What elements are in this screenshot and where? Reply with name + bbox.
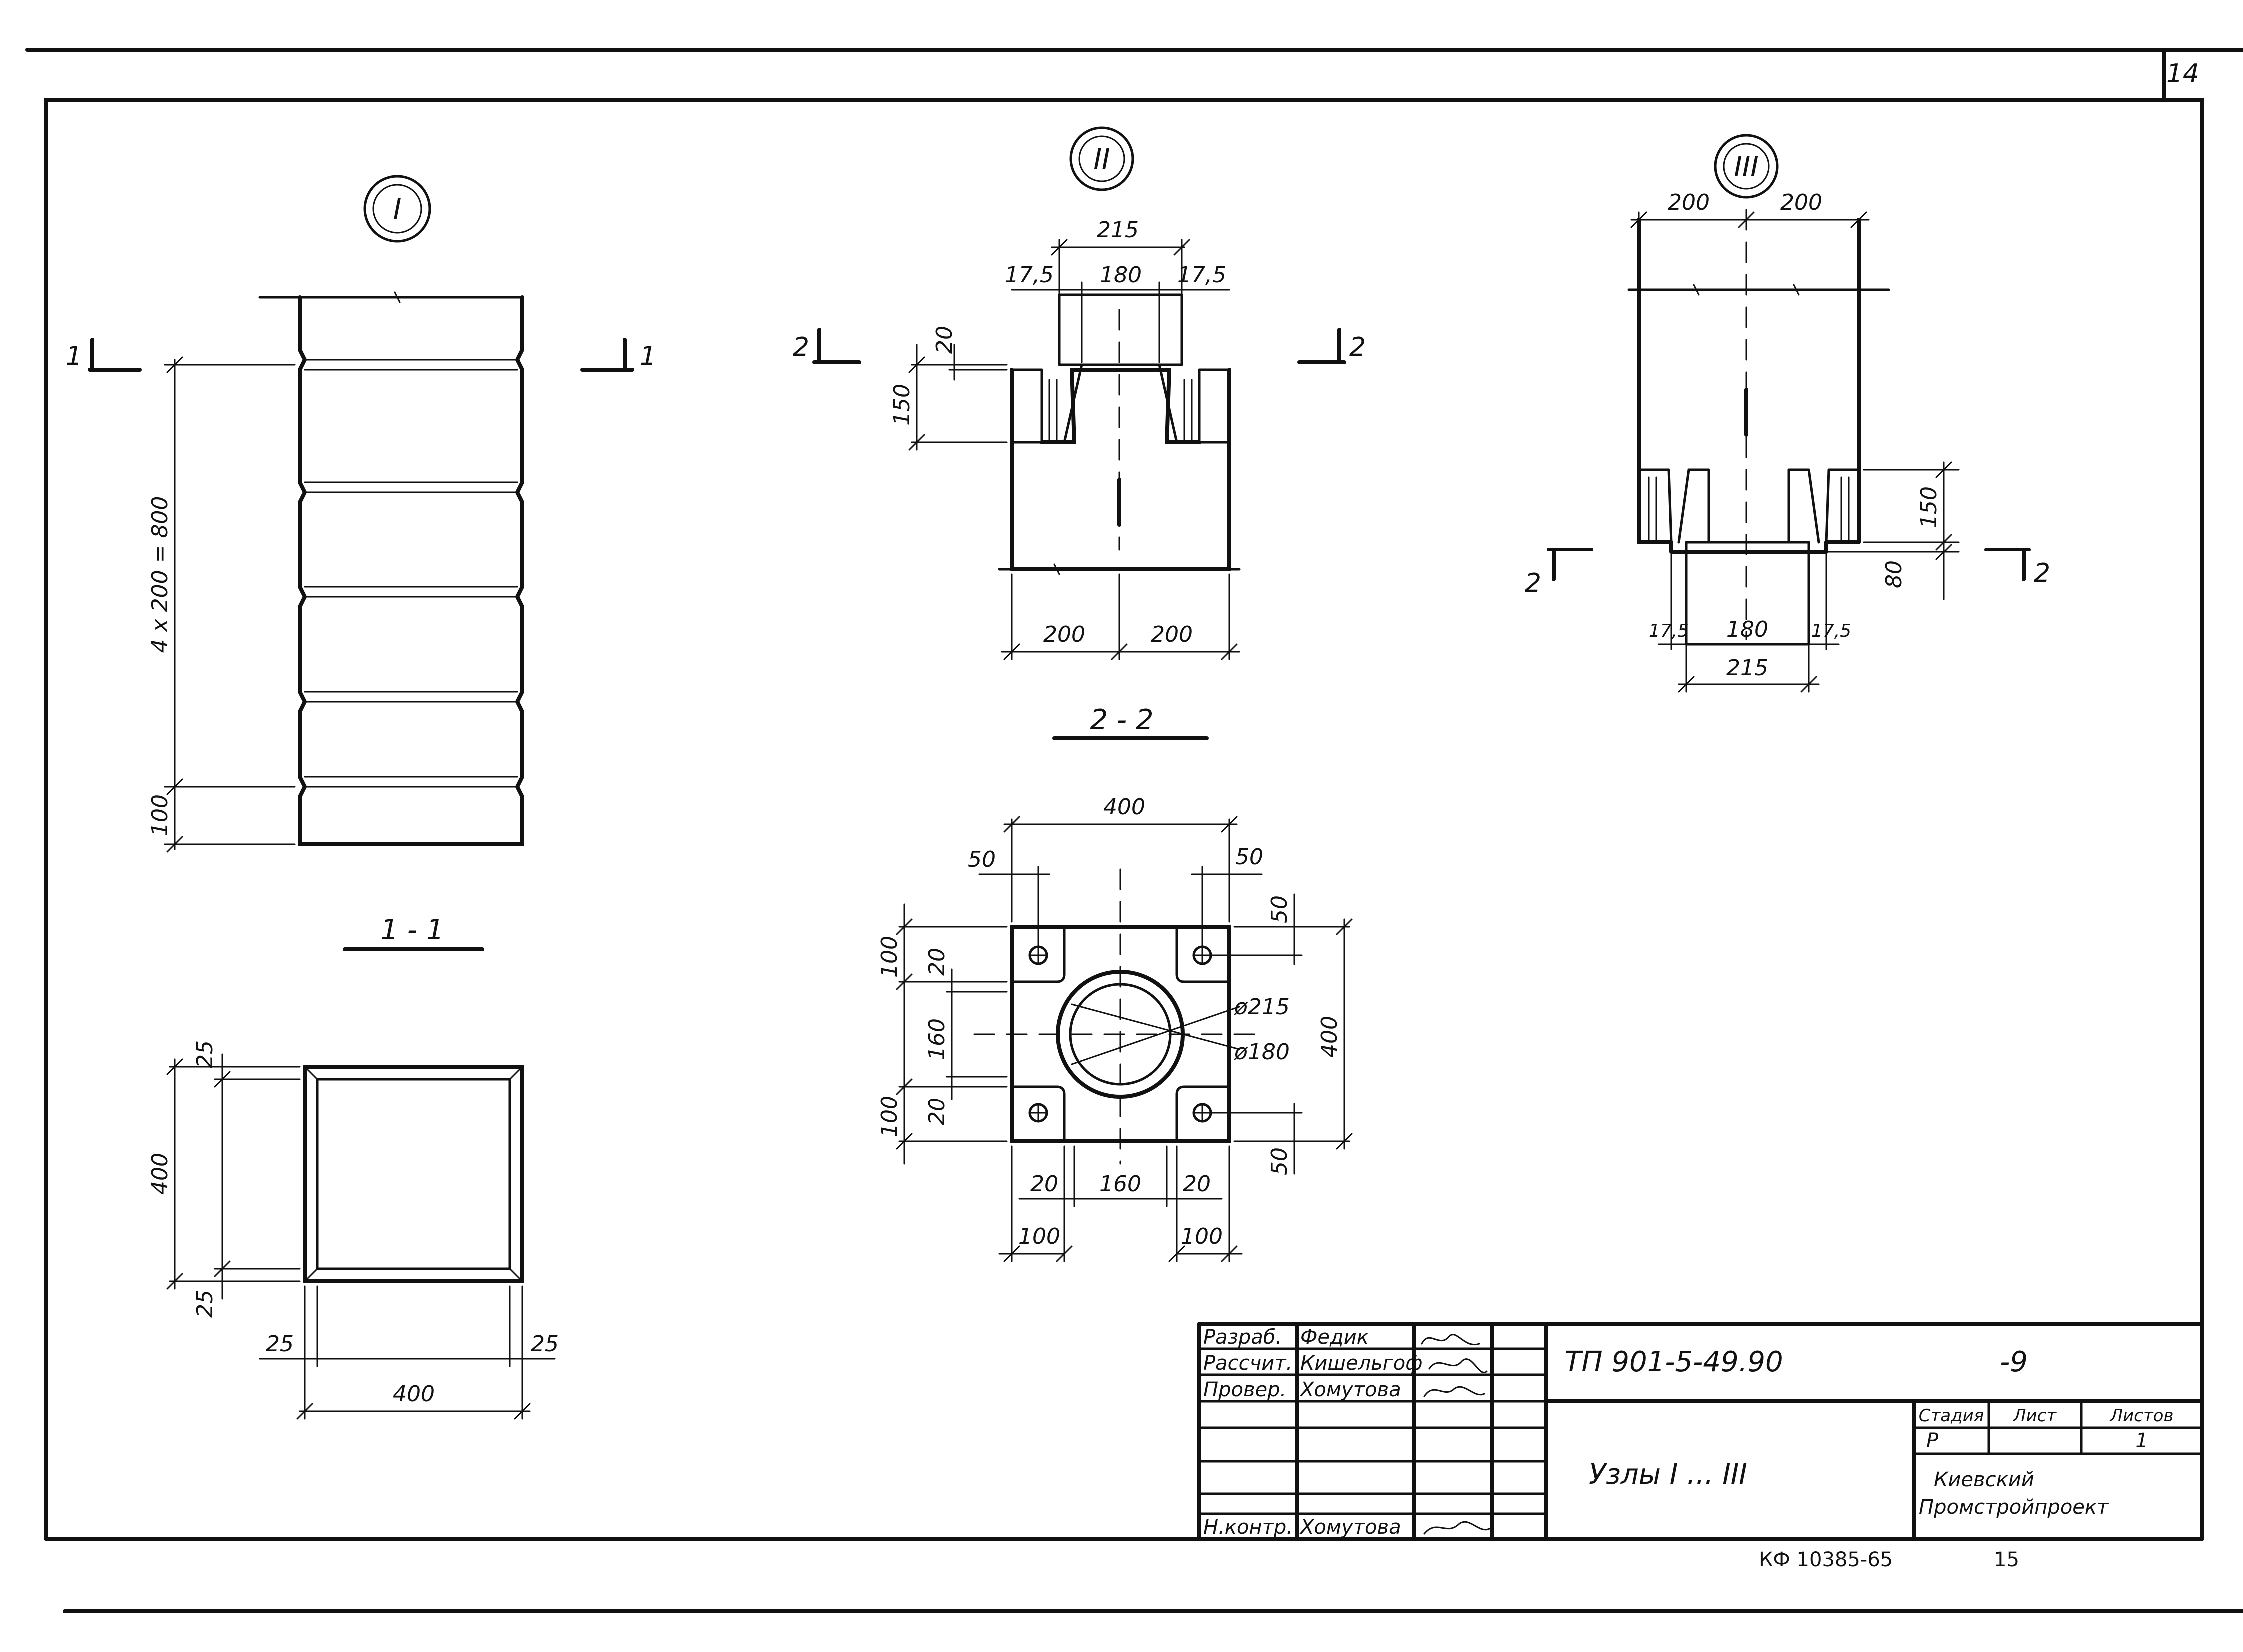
section-1-1-title: 1 - 1 [380, 914, 444, 946]
footer-code: КФ 10385-65 [1759, 1548, 1893, 1571]
tb-sheet-name: Узлы I ... III [1589, 1458, 1747, 1491]
plan-dim-20-b1: 20 [1030, 1171, 1058, 1197]
node-3: III [1525, 134, 2050, 693]
sheet-frame [25, 48, 2243, 1613]
node-2-marker-inner [1078, 135, 1125, 182]
footer-number: 15 [1994, 1548, 2019, 1571]
dim-150: 150 [889, 384, 915, 426]
node-3-dim-17-5-left: 17,5 [1649, 621, 1689, 641]
section-2-2-title: 2 - 2 [1090, 704, 1153, 736]
tb-organization-line1: Киевский [1934, 1468, 2034, 1491]
tb-name-0: Федик [1300, 1326, 1369, 1349]
node-1-marker-outer [363, 175, 431, 243]
dim-25-top: 25 [192, 1040, 218, 1068]
tb-role-0: Разраб. [1203, 1326, 1282, 1349]
dim-200-right: 200 [1151, 622, 1193, 647]
dim-25-bottom: 25 [192, 1290, 218, 1318]
node-3-marker-label: III [1734, 151, 1759, 183]
section-1-arrows [88, 338, 634, 372]
tb-sheets-value: 1 [2135, 1429, 2148, 1452]
section-1-arrow-right: 1 [640, 341, 656, 371]
dim-4x200: 4 x 200 = 800 [147, 496, 173, 653]
signatures [1421, 1334, 1490, 1535]
dim-25-left: 25 [266, 1331, 294, 1357]
node-1: I 1 1 [66, 175, 656, 1420]
plan-dim-100-l1: 100 [877, 936, 902, 978]
anchor-holes [1010, 925, 1231, 1143]
node-3-dim-180: 180 [1726, 617, 1768, 642]
plan-dim-50-rt: 50 [1267, 895, 1292, 923]
plan-dim-160-b: 160 [1099, 1171, 1141, 1197]
node-2-marker-outer [1069, 126, 1134, 191]
plan-dim-100-l2: 100 [877, 1096, 902, 1137]
plan-dia-215: ø215 [1234, 994, 1290, 1020]
tb-sheet-header: Лист [2012, 1406, 2057, 1426]
plan-dim-50-tl: 50 [968, 847, 996, 872]
plan-dim-400-right: 400 [1317, 1016, 1342, 1058]
node-3-dim-200-right: 200 [1780, 190, 1822, 215]
node-3-dim-17-5-right: 17,5 [1811, 621, 1851, 641]
dim-180: 180 [1100, 262, 1142, 288]
node-1-marker-label: I [393, 193, 402, 226]
plan-dim-20-l1: 20 [924, 948, 950, 976]
node-3-dim-150: 150 [1916, 486, 1942, 528]
plan-dia-180: ø180 [1234, 1039, 1290, 1065]
dim-17-5-right: 17,5 [1177, 262, 1226, 288]
plan-dim-400-top: 400 [1103, 794, 1145, 820]
tb-role-1: Рассчит. [1203, 1352, 1292, 1375]
tb-stage-header: Стадия [1919, 1406, 1984, 1426]
node-3-section-arrow-right: 2 [2034, 558, 2050, 588]
node-3-marker-outer [1714, 134, 1779, 199]
tb-stage-value: Р [1926, 1429, 1939, 1452]
node-2-section [812, 239, 1346, 660]
section-1-arrow-left: 1 [66, 341, 82, 371]
tb-name-6: Хомутова [1299, 1516, 1401, 1539]
plan-dim-50-rb: 50 [1267, 1147, 1292, 1175]
node-3-section-arrow-left: 2 [1525, 568, 1541, 598]
dim-17-5-left: 17,5 [1005, 262, 1054, 288]
column-elevation [258, 291, 524, 846]
plan-dim-100-b2: 100 [1181, 1224, 1223, 1249]
node-1-marker-inner [372, 184, 422, 234]
plan-dim-100-b1: 100 [1018, 1224, 1060, 1249]
base-plate-plan [896, 816, 1353, 1262]
node-3-dim-215: 215 [1726, 655, 1768, 681]
node-2: II [793, 126, 1366, 740]
node-3-dim-80: 80 [1881, 560, 1907, 588]
tb-sheets-header: Листов [2109, 1406, 2173, 1426]
node-3-dim-200-left: 200 [1668, 190, 1710, 215]
dim-100-column: 100 [147, 794, 173, 836]
plan-dim-50-tr: 50 [1235, 844, 1263, 870]
tb-doc-suffix: -9 [2000, 1346, 2028, 1378]
plan-dim-20-l2: 20 [924, 1098, 950, 1125]
section-1-1-plan [166, 1053, 556, 1420]
dim-215: 215 [1097, 217, 1139, 243]
plan-dim-20-b2: 20 [1183, 1171, 1211, 1197]
title-block [1197, 1322, 2204, 1541]
plan-dim-160-l: 160 [924, 1018, 950, 1060]
node-2-marker-label: II [1093, 143, 1110, 176]
section-2-arrow-left: 2 [793, 332, 809, 362]
tb-role-6: Н.контр. [1203, 1516, 1293, 1539]
column-dim-lines [164, 356, 296, 853]
tb-organization-line2: Промстройпроект [1919, 1496, 2109, 1519]
node-3-marker-inner [1723, 143, 1770, 190]
dim-25-right: 25 [531, 1331, 559, 1357]
dim-400-width: 400 [393, 1381, 435, 1407]
page-number: 14 [2166, 59, 2199, 89]
node-3-section [1547, 209, 2031, 693]
dim-400-height: 400 [147, 1153, 173, 1195]
dim-20: 20 [932, 326, 957, 354]
dim-200-left: 200 [1043, 622, 1085, 647]
tb-doc-code: ТП 901-5-49.90 [1564, 1346, 1783, 1378]
tb-role-2: Провер. [1203, 1378, 1286, 1401]
tb-name-1: Кишельгоф [1300, 1352, 1422, 1375]
section-2-arrow-right: 2 [1349, 332, 1366, 362]
tb-name-2: Хомутова [1299, 1378, 1401, 1401]
